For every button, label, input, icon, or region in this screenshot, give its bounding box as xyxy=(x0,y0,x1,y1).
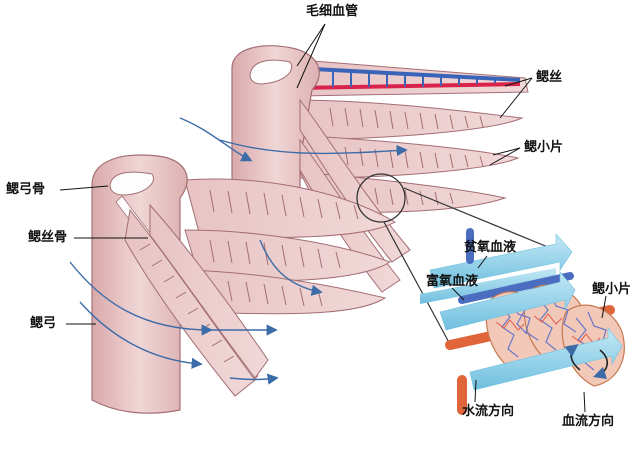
lamella-inset xyxy=(420,228,625,415)
label-oxygenated-blood: 富氧血液 xyxy=(426,274,479,289)
label-capillary: 毛细血管 xyxy=(306,4,359,19)
label-water-flow-direction: 水流方向 xyxy=(462,404,515,419)
magnifier xyxy=(356,173,561,349)
leader-lines xyxy=(59,23,607,413)
label-blood-flow-direction: 血流方向 xyxy=(562,414,615,429)
water-flow-arrows xyxy=(69,117,408,385)
label-deoxygenated-blood: 贫氧血液 xyxy=(464,240,517,255)
label-gill-arch-bone: 鳃弓骨 xyxy=(6,182,46,197)
lower-gill-arch xyxy=(91,154,397,414)
label-gill-lamella-top: 鳃小片 xyxy=(524,140,564,155)
label-gill-filament-bone: 鳃丝骨 xyxy=(28,230,68,245)
label-gill-lamella-inset: 鳃小片 xyxy=(592,282,632,297)
label-gill-arch: 鳃弓 xyxy=(30,316,57,331)
label-gill-filament: 鳃丝 xyxy=(536,70,563,85)
